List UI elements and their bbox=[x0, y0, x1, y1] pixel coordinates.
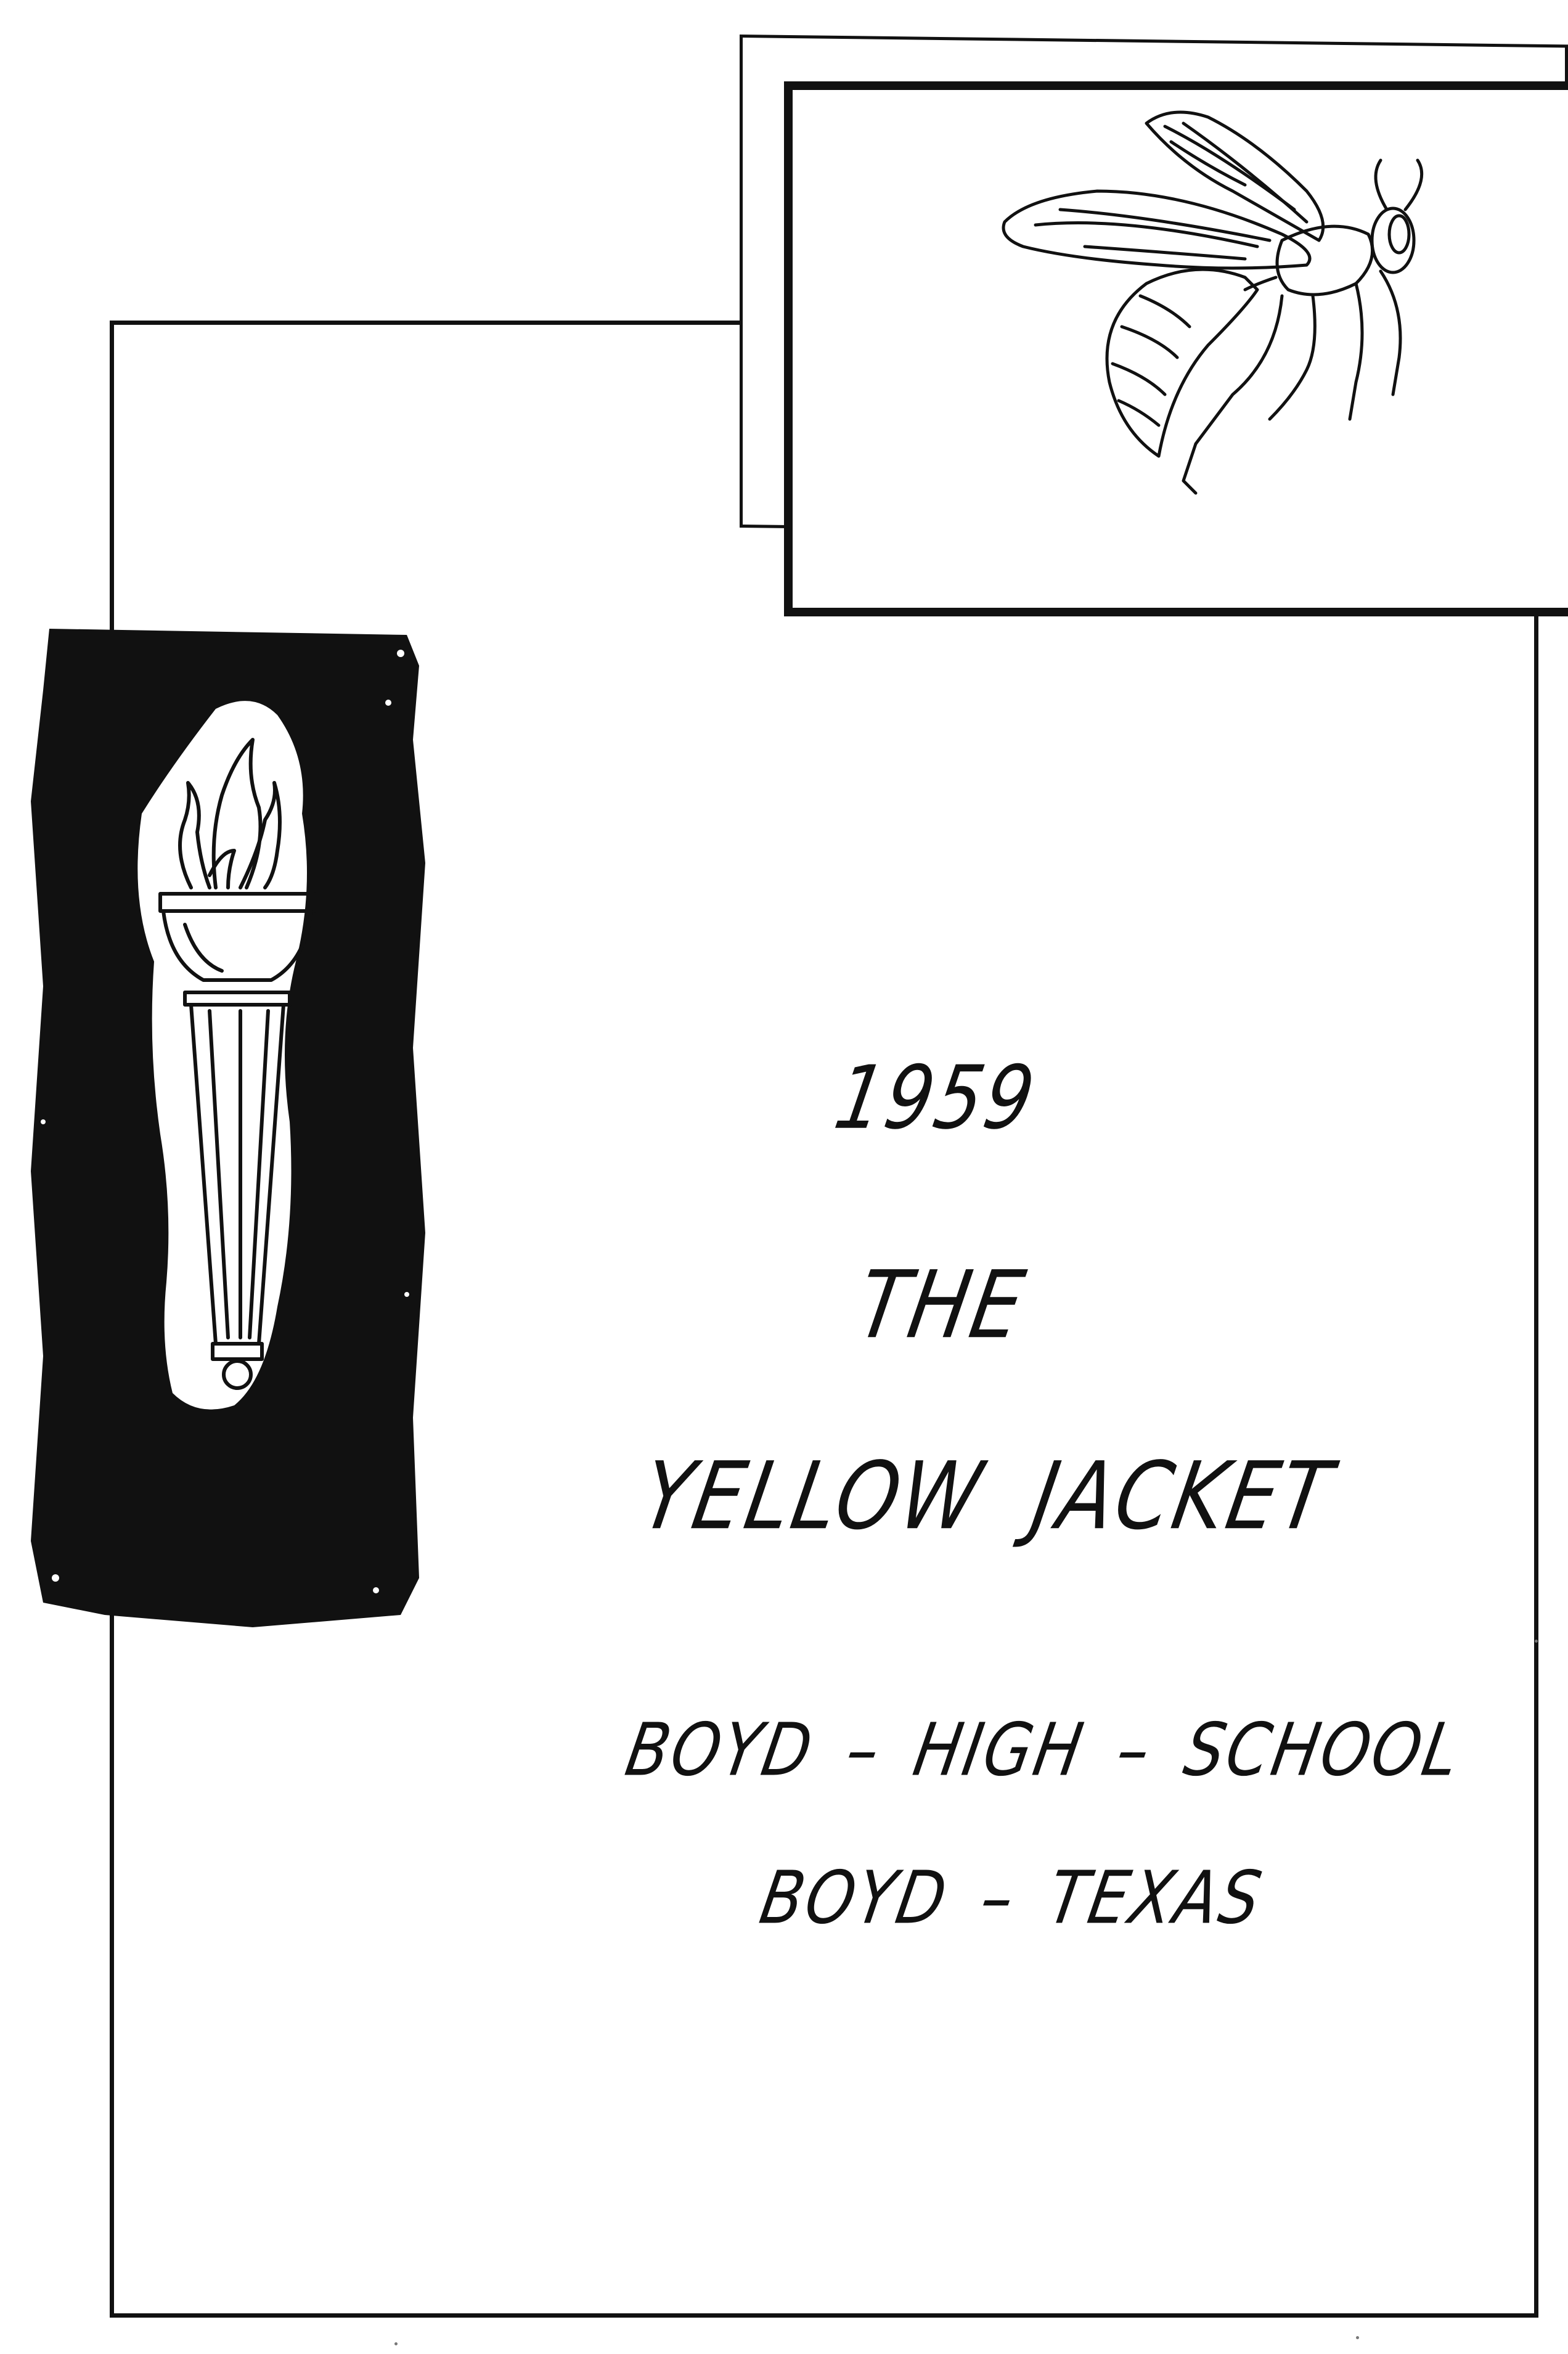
speck bbox=[1535, 1640, 1538, 1643]
cover-school: BOYD – HIGH – SCHOOL bbox=[619, 1707, 1468, 1793]
cover-article: THE bbox=[849, 1251, 1034, 1360]
cover-title: YELLOW JACKET bbox=[634, 1442, 1341, 1551]
cover-city: BOYD – TEXAS bbox=[754, 1855, 1270, 1941]
wasp-icon bbox=[986, 99, 1455, 530]
cover-year: 1959 bbox=[828, 1048, 1044, 1150]
header-box-inner bbox=[784, 81, 1568, 616]
speck bbox=[1356, 2336, 1359, 2339]
torch-icon bbox=[31, 616, 425, 1627]
speck bbox=[394, 2342, 398, 2345]
